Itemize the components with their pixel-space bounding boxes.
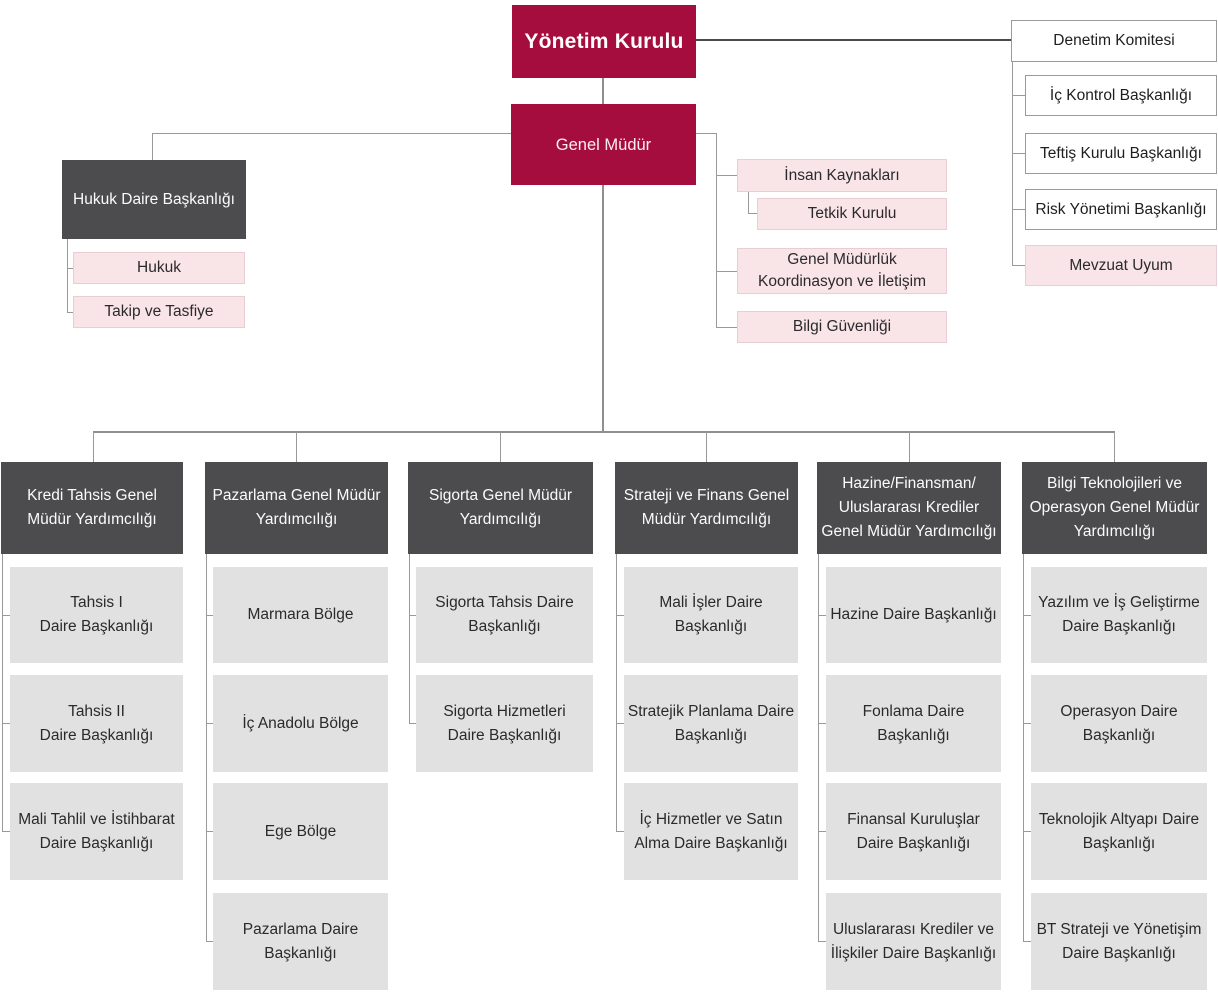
connector-line [696,39,1011,41]
connector-line [1023,723,1031,724]
connector-line [716,133,717,328]
division-unit-box: Tahsis I Daire Başkanlığı [10,567,183,663]
connector-line [818,615,826,616]
division-head-box: Pazarlama Genel Müdür Yardımcılığı [205,462,388,554]
audit-committee-box: Denetim Komitesi [1011,20,1217,62]
connector-line [616,831,624,832]
connector-line [616,723,624,724]
connector-line [152,133,153,160]
audit-unit-box: Risk Yönetimi Başkanlığı [1025,189,1217,230]
connector-line [1023,941,1031,942]
connector-line [500,432,501,462]
connector-line [67,312,73,313]
division-unit-box: BT Strateji ve Yönetişim Daire Başkanlığ… [1031,893,1207,990]
connector-line [818,723,826,724]
division-unit-box: Tahsis II Daire Başkanlığı [10,675,183,772]
division-unit-box: Ege Bölge [213,783,388,880]
connector-line [2,723,10,724]
board-box: Yönetim Kurulu [512,5,696,78]
connector-line [616,554,617,832]
legal-unit-box: Takip ve Tasfiye [73,296,245,328]
connector-line [909,432,910,462]
audit-unit-box: Teftiş Kurulu Başkanlığı [1025,133,1217,174]
division-unit-box: Mali Tahlil ve İstihbarat Daire Başkanlı… [10,783,183,880]
connector-line [2,554,3,832]
connector-line [409,554,410,724]
connector-line [93,432,94,462]
connector-line [1023,554,1024,942]
connector-line [706,432,707,462]
connector-line [818,554,819,942]
connector-line [1012,153,1025,154]
connector-line [1023,831,1031,832]
connector-line [206,554,207,942]
connector-line [602,78,604,104]
division-unit-box: Yazılım ve İş Geliştirme Daire Başkanlığ… [1031,567,1207,663]
general-manager-box: Genel Müdür [511,104,696,185]
division-head-box: Hazine/Finansman/ Uluslararası Krediler … [817,462,1001,554]
connector-line [1012,265,1025,266]
connector-line [67,239,68,313]
connector-line [818,831,826,832]
division-head-box: Strateji ve Finans Genel Müdür Yardımcıl… [615,462,798,554]
division-unit-box: Finansal Kuruluşlar Daire Başkanlığı [826,783,1001,880]
connector-line [717,271,737,272]
connector-line [1012,62,1013,266]
connector-line [206,723,213,724]
info-security-box: Bilgi Güvenliği [737,311,947,343]
coordination-box: Genel Müdürlük Koordinasyon ve İletişim [737,248,947,294]
division-unit-box: Fonlama Daire Başkanlığı [826,675,1001,772]
connector-line [616,615,624,616]
connector-line [206,941,213,942]
division-unit-box: Teknolojik Altyapı Daire Başkanlığı [1031,783,1207,880]
connector-line [206,615,213,616]
division-unit-box: Stratejik Planlama Daire Başkanlığı [624,675,798,772]
connector-line [818,941,826,942]
connector-line [717,175,737,176]
division-unit-box: Pazarlama Daire Başkanlığı [213,893,388,990]
connector-line [409,615,416,616]
division-unit-box: Mali İşler Daire Başkanlığı [624,567,798,663]
connector-line [748,192,749,214]
connector-line [206,831,213,832]
division-head-box: Kredi Tahsis Genel Müdür Yardımcılığı [1,462,183,554]
connector-line [717,327,737,328]
division-unit-box: İç Anadolu Bölge [213,675,388,772]
division-unit-box: Operasyon Daire Başkanlığı [1031,675,1207,772]
division-unit-box: Sigorta Tahsis Daire Başkanlığı [416,567,593,663]
hr-box: İnsan Kaynakları [737,159,947,192]
audit-unit-box: İç Kontrol Başkanlığı [1025,75,1217,116]
audit-unit-box: Mevzuat Uyum [1025,245,1217,286]
division-unit-box: Sigorta Hizmetleri Daire Başkanlığı [416,675,593,772]
inspection-board-box: Tetkik Kurulu [757,198,947,230]
connector-line [1114,432,1115,462]
connector-line [409,723,416,724]
connector-line [2,831,10,832]
division-unit-box: Uluslararası Krediler ve İlişkiler Daire… [826,893,1001,990]
legal-unit-box: Hukuk [73,252,245,284]
connector-line [93,431,1115,433]
connector-line [696,133,716,134]
division-head-box: Bilgi Teknolojileri ve Operasyon Genel M… [1022,462,1207,554]
division-unit-box: Hazine Daire Başkanlığı [826,567,1001,663]
legal-head-box: Hukuk Daire Başkanlığı [62,160,246,239]
connector-line [67,268,73,269]
connector-line [748,213,757,214]
division-head-box: Sigorta Genel Müdür Yardımcılığı [408,462,593,554]
connector-line [296,432,297,462]
connector-line [1012,209,1025,210]
connector-line [1023,615,1031,616]
division-unit-box: Marmara Bölge [213,567,388,663]
connector-line [2,615,10,616]
connector-line [152,133,511,134]
connector-line [602,185,604,433]
division-unit-box: İç Hizmetler ve Satın Alma Daire Başkanl… [624,783,798,880]
connector-line [1012,95,1025,96]
